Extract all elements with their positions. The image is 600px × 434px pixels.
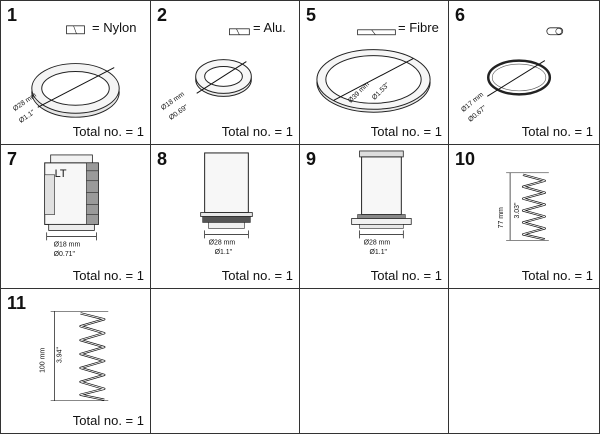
- part-number: 9: [306, 149, 317, 169]
- empty-panel: [300, 289, 449, 433]
- part-number: 2: [157, 5, 168, 25]
- part-number: 5: [306, 5, 317, 25]
- dim-in: Ø1.1": [18, 109, 37, 125]
- plunger-icon: Ø28 mm Ø1.1": [200, 152, 253, 256]
- total-count: Total no. = 1: [221, 268, 293, 283]
- dim-in: Ø0.71": [54, 251, 76, 258]
- total-count: Total no. = 1: [72, 124, 144, 139]
- panel-7: 7 LT Ø18 mm Ø0.71" Total no. = 1: [1, 145, 151, 289]
- dim-mm: 77 mm: [498, 207, 505, 228]
- total-count: Total no. = 1: [72, 413, 144, 428]
- part-number: 8: [157, 149, 168, 169]
- dim-mm: Ø18 mm: [54, 241, 81, 248]
- panel-10: 10 77 mm 3.03" Total no. = 1: [449, 145, 599, 289]
- total-count: Total no. = 1: [521, 268, 593, 283]
- part-number: 1: [7, 5, 18, 25]
- dim-in: Ø1.1": [370, 249, 388, 256]
- o-ring-icon: Ø17 mm Ø0.67": [460, 27, 564, 124]
- panel-5: 5 Ø39 mm Ø1.53" = Fibre Total no. = 1: [300, 1, 449, 145]
- dim-in: 3.03": [514, 202, 521, 219]
- empty-panel: [151, 289, 300, 433]
- dim-mm: Ø28 mm: [12, 92, 38, 113]
- dim-mm: Ø28 mm: [364, 239, 391, 246]
- fibre-ring-icon: Ø39 mm Ø1.53": [316, 29, 431, 113]
- dim-mm: Ø28 mm: [209, 239, 236, 246]
- part-number: 6: [455, 5, 466, 25]
- total-count: Total no. = 1: [72, 268, 144, 283]
- dim-in: 3.94": [57, 346, 64, 363]
- panel-9: 9 Ø28 mm Ø1.1" Total no. = 1: [300, 145, 449, 289]
- panel-6: 6 Ø17 mm Ø0.67" Total no. = 1: [449, 1, 599, 145]
- empty-panel: [449, 289, 599, 433]
- panel-11: 11 100 mm 3.94" Total no. = 1: [1, 289, 151, 433]
- material-legend: = Alu.: [253, 20, 286, 35]
- spring-100-icon: 100 mm 3.94": [40, 311, 109, 401]
- spring-77-icon: 77 mm 3.03": [498, 172, 549, 241]
- panel-1: 1 Ø28 mm Ø1.1" = Nylon Total no. = 1: [1, 1, 151, 145]
- dim-mm: 100 mm: [40, 348, 47, 373]
- core-tube-icon: Ø28 mm Ø1.1": [351, 150, 412, 256]
- total-count: Total no. = 1: [521, 124, 593, 139]
- total-count: Total no. = 1: [370, 124, 442, 139]
- material-legend: = Fibre: [398, 20, 439, 35]
- nylon-ring-icon: Ø28 mm Ø1.1": [12, 25, 120, 125]
- material-legend: = Nylon: [92, 20, 137, 35]
- alu-ring-icon: Ø18 mm Ø0.69": [160, 28, 252, 122]
- panel-8: 8 Ø28 mm Ø1.1" Total no. = 1: [151, 145, 300, 289]
- part-number: 10: [455, 149, 476, 169]
- part-number: 11: [7, 293, 27, 313]
- dim-in: Ø1.1": [215, 249, 233, 256]
- part-number: 7: [7, 149, 18, 169]
- lt-label: LT: [55, 168, 67, 180]
- panel-2: 2 Ø18 mm Ø0.69" = Alu. Total no. = 1: [151, 1, 300, 145]
- total-count: Total no. = 1: [370, 268, 442, 283]
- armature-tube-icon: LT Ø18 mm Ø0.71": [44, 154, 99, 258]
- total-count: Total no. = 1: [221, 124, 293, 139]
